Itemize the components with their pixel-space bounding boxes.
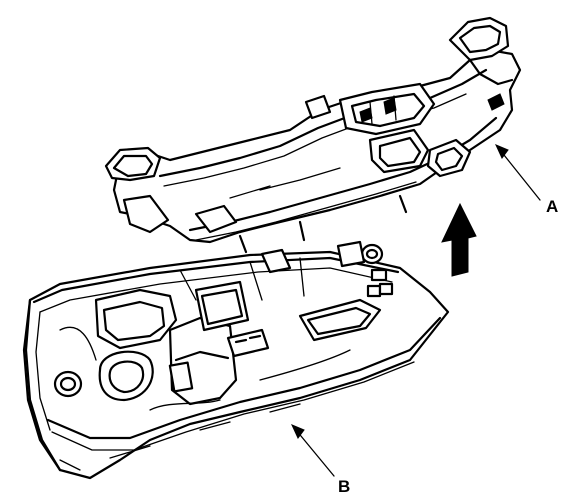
callout-b-label: B [338,477,350,496]
callout-b-leader-line [295,429,335,477]
callout-a-leader-line [499,149,541,201]
callout-b: B [291,424,350,496]
callout-a: A [495,144,558,216]
callout-a-label: A [546,197,558,216]
dashboard-panel-part-b [22,240,450,480]
removal-direction-arrow [441,202,477,277]
callout-b-arrowhead [291,424,305,439]
duct-assembly-part-a [104,16,522,254]
callout-a-arrowhead [495,144,509,159]
